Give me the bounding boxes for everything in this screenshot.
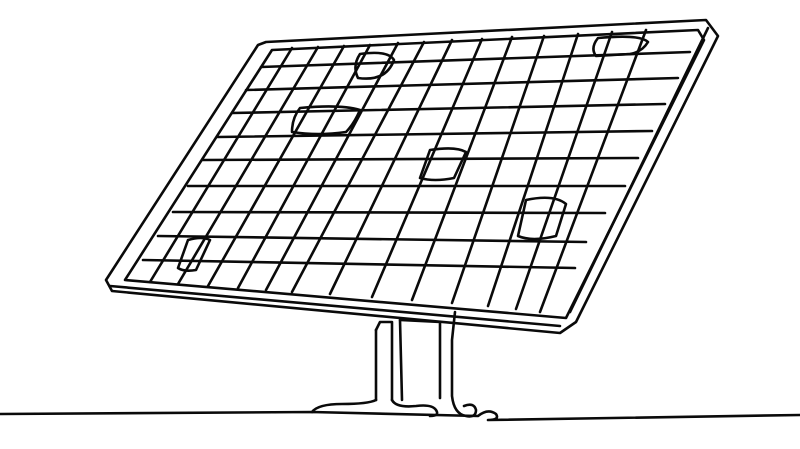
panel-cell-loop [290, 105, 362, 136]
panel-row-divider [201, 156, 640, 162]
panel-column-divider [410, 35, 514, 302]
ground-line [0, 410, 800, 422]
panel-support-post [374, 320, 394, 402]
panel-inner-frame [123, 28, 706, 320]
panel-cell-loop [354, 51, 396, 80]
panel-row-divider [230, 102, 667, 115]
panel-column-divider [148, 46, 294, 284]
panel-cell-loop [176, 236, 212, 272]
panel-row-divider [216, 129, 654, 139]
panel-row-divider [171, 210, 607, 215]
panel-support-post [398, 318, 442, 400]
panel-cell-loop [592, 35, 650, 58]
panel-cell-loop [418, 147, 468, 182]
panel-column-divider [290, 40, 426, 294]
panel-column-divider [486, 32, 580, 308]
panel-column-divider [538, 28, 648, 314]
panel-column-divider [328, 38, 454, 296]
panel-support-post [398, 318, 404, 402]
panel-column-divider [206, 44, 346, 288]
panel-side-edge [568, 26, 710, 314]
panel-outer-frame [104, 18, 720, 335]
panel-column-divider [264, 41, 400, 292]
panel-cell-loop [516, 196, 568, 241]
power-cable [450, 310, 478, 418]
panel-column-divider [450, 34, 546, 305]
panel-column-divider [514, 30, 614, 311]
panel-row-divider [156, 234, 588, 244]
support-base [310, 398, 378, 414]
panel-column-divider [176, 45, 320, 286]
panel-bottom-edge [108, 284, 562, 328]
panel-column-divider [236, 43, 372, 290]
panel-column-divider [370, 37, 484, 299]
panel-row-divider [141, 258, 577, 270]
